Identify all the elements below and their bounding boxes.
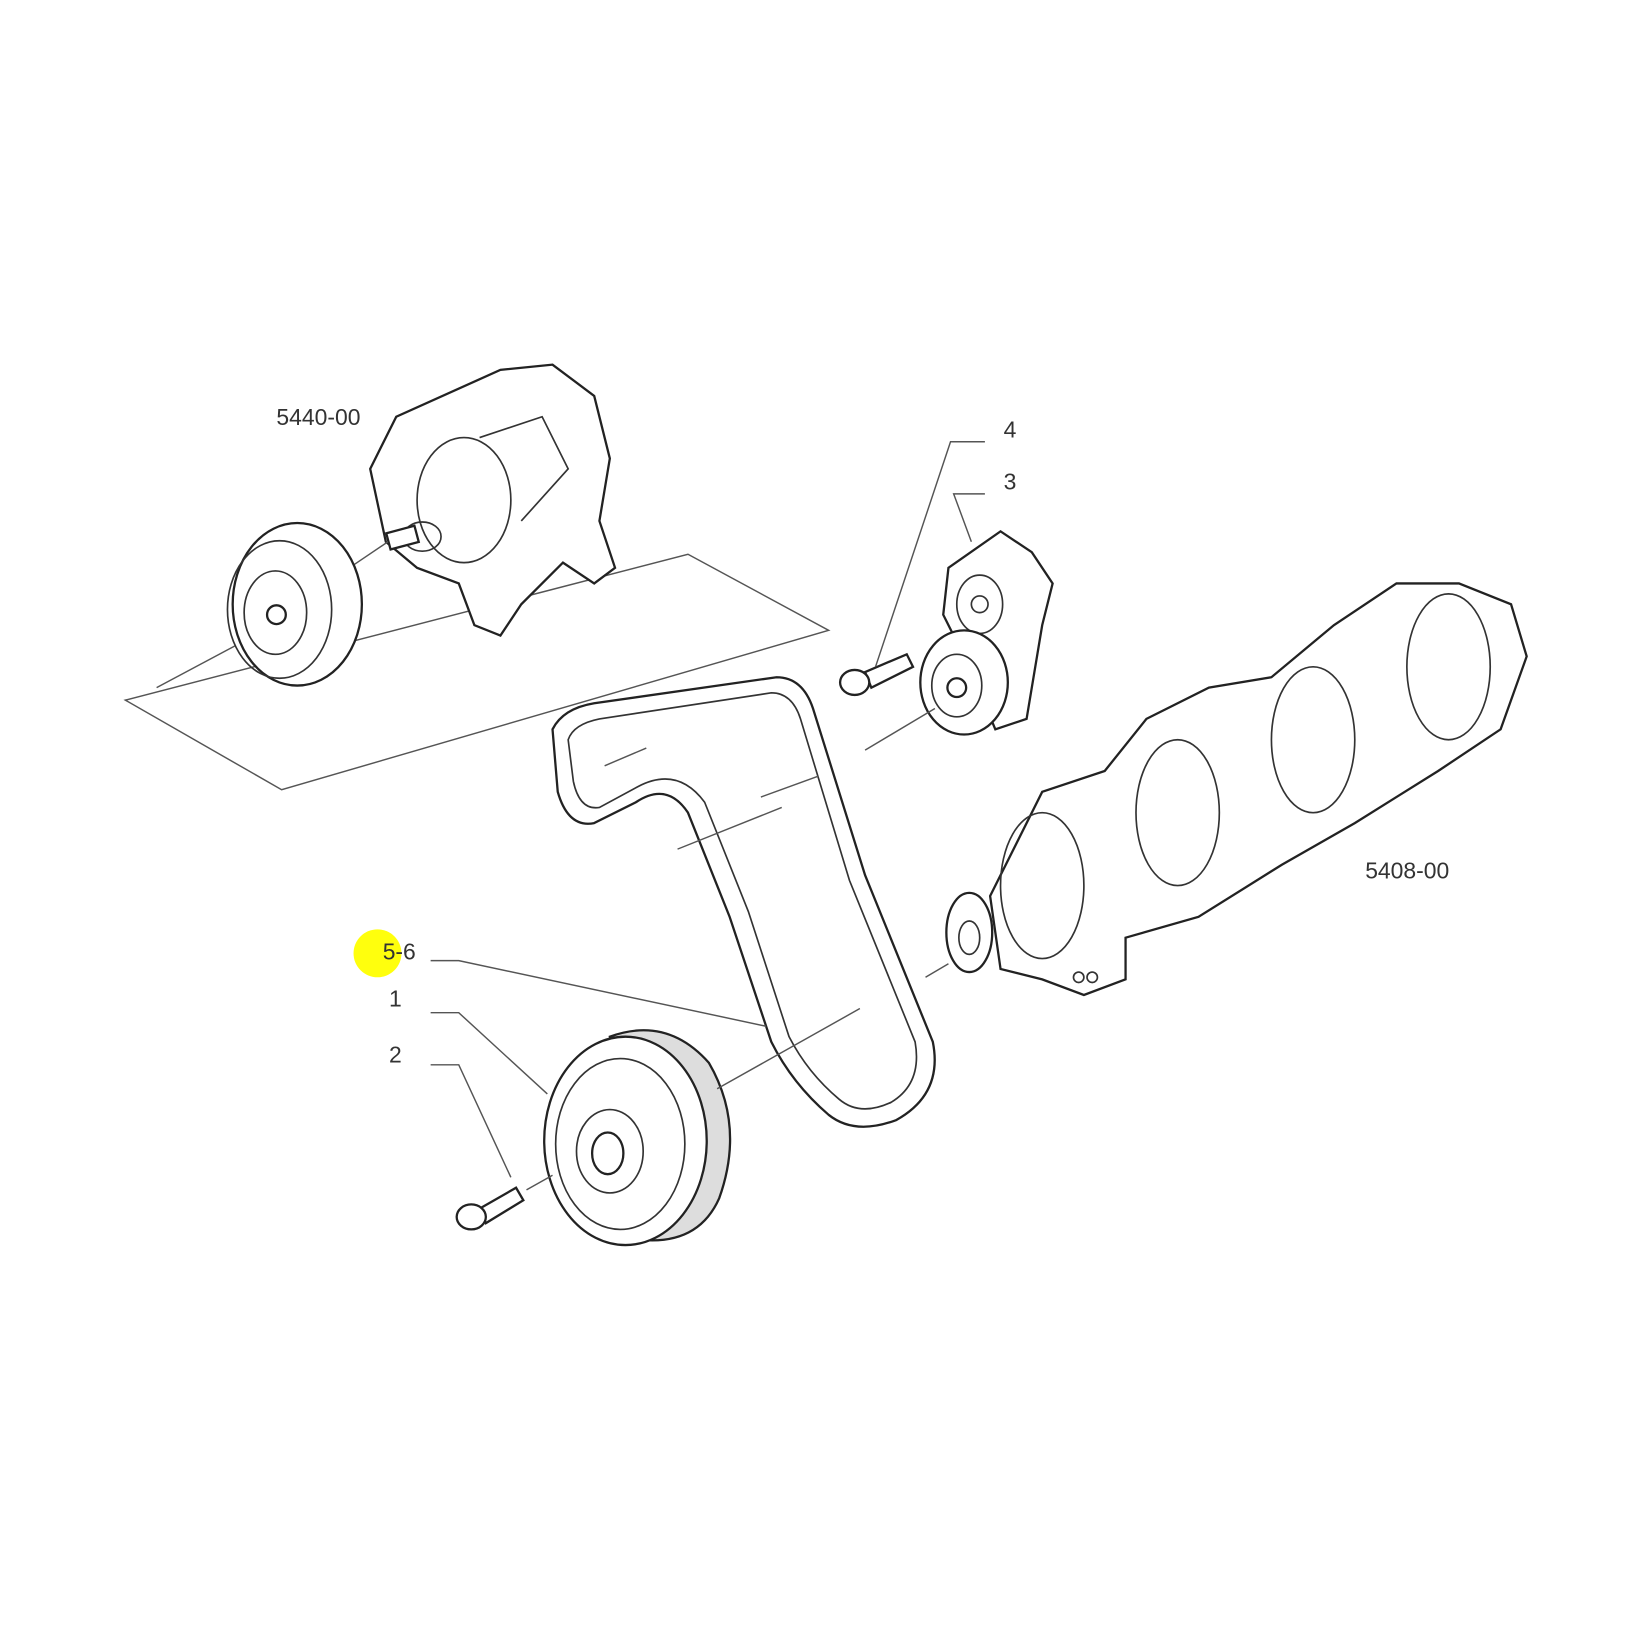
belt-tensioner — [919, 529, 1054, 736]
crankshaft — [945, 582, 1528, 997]
pulley-bolt — [455, 1186, 525, 1231]
label-item-5-6: 5-6 — [383, 939, 416, 965]
label-item-1: 1 — [389, 985, 402, 1011]
label-item-3: 3 — [1004, 469, 1017, 495]
alternator-pulley — [226, 521, 364, 687]
label-crankshaft: 5408-00 — [1365, 857, 1449, 883]
alternator — [368, 363, 617, 637]
highlight-marker — [353, 929, 402, 978]
label-item-2: 2 — [389, 1042, 402, 1068]
poly-v-belt — [551, 676, 936, 1128]
crankshaft-pulley — [543, 1029, 732, 1247]
label-alternator: 5440-00 — [276, 404, 360, 430]
label-item-4: 4 — [1004, 417, 1017, 443]
tensioner-bolt — [838, 652, 915, 697]
